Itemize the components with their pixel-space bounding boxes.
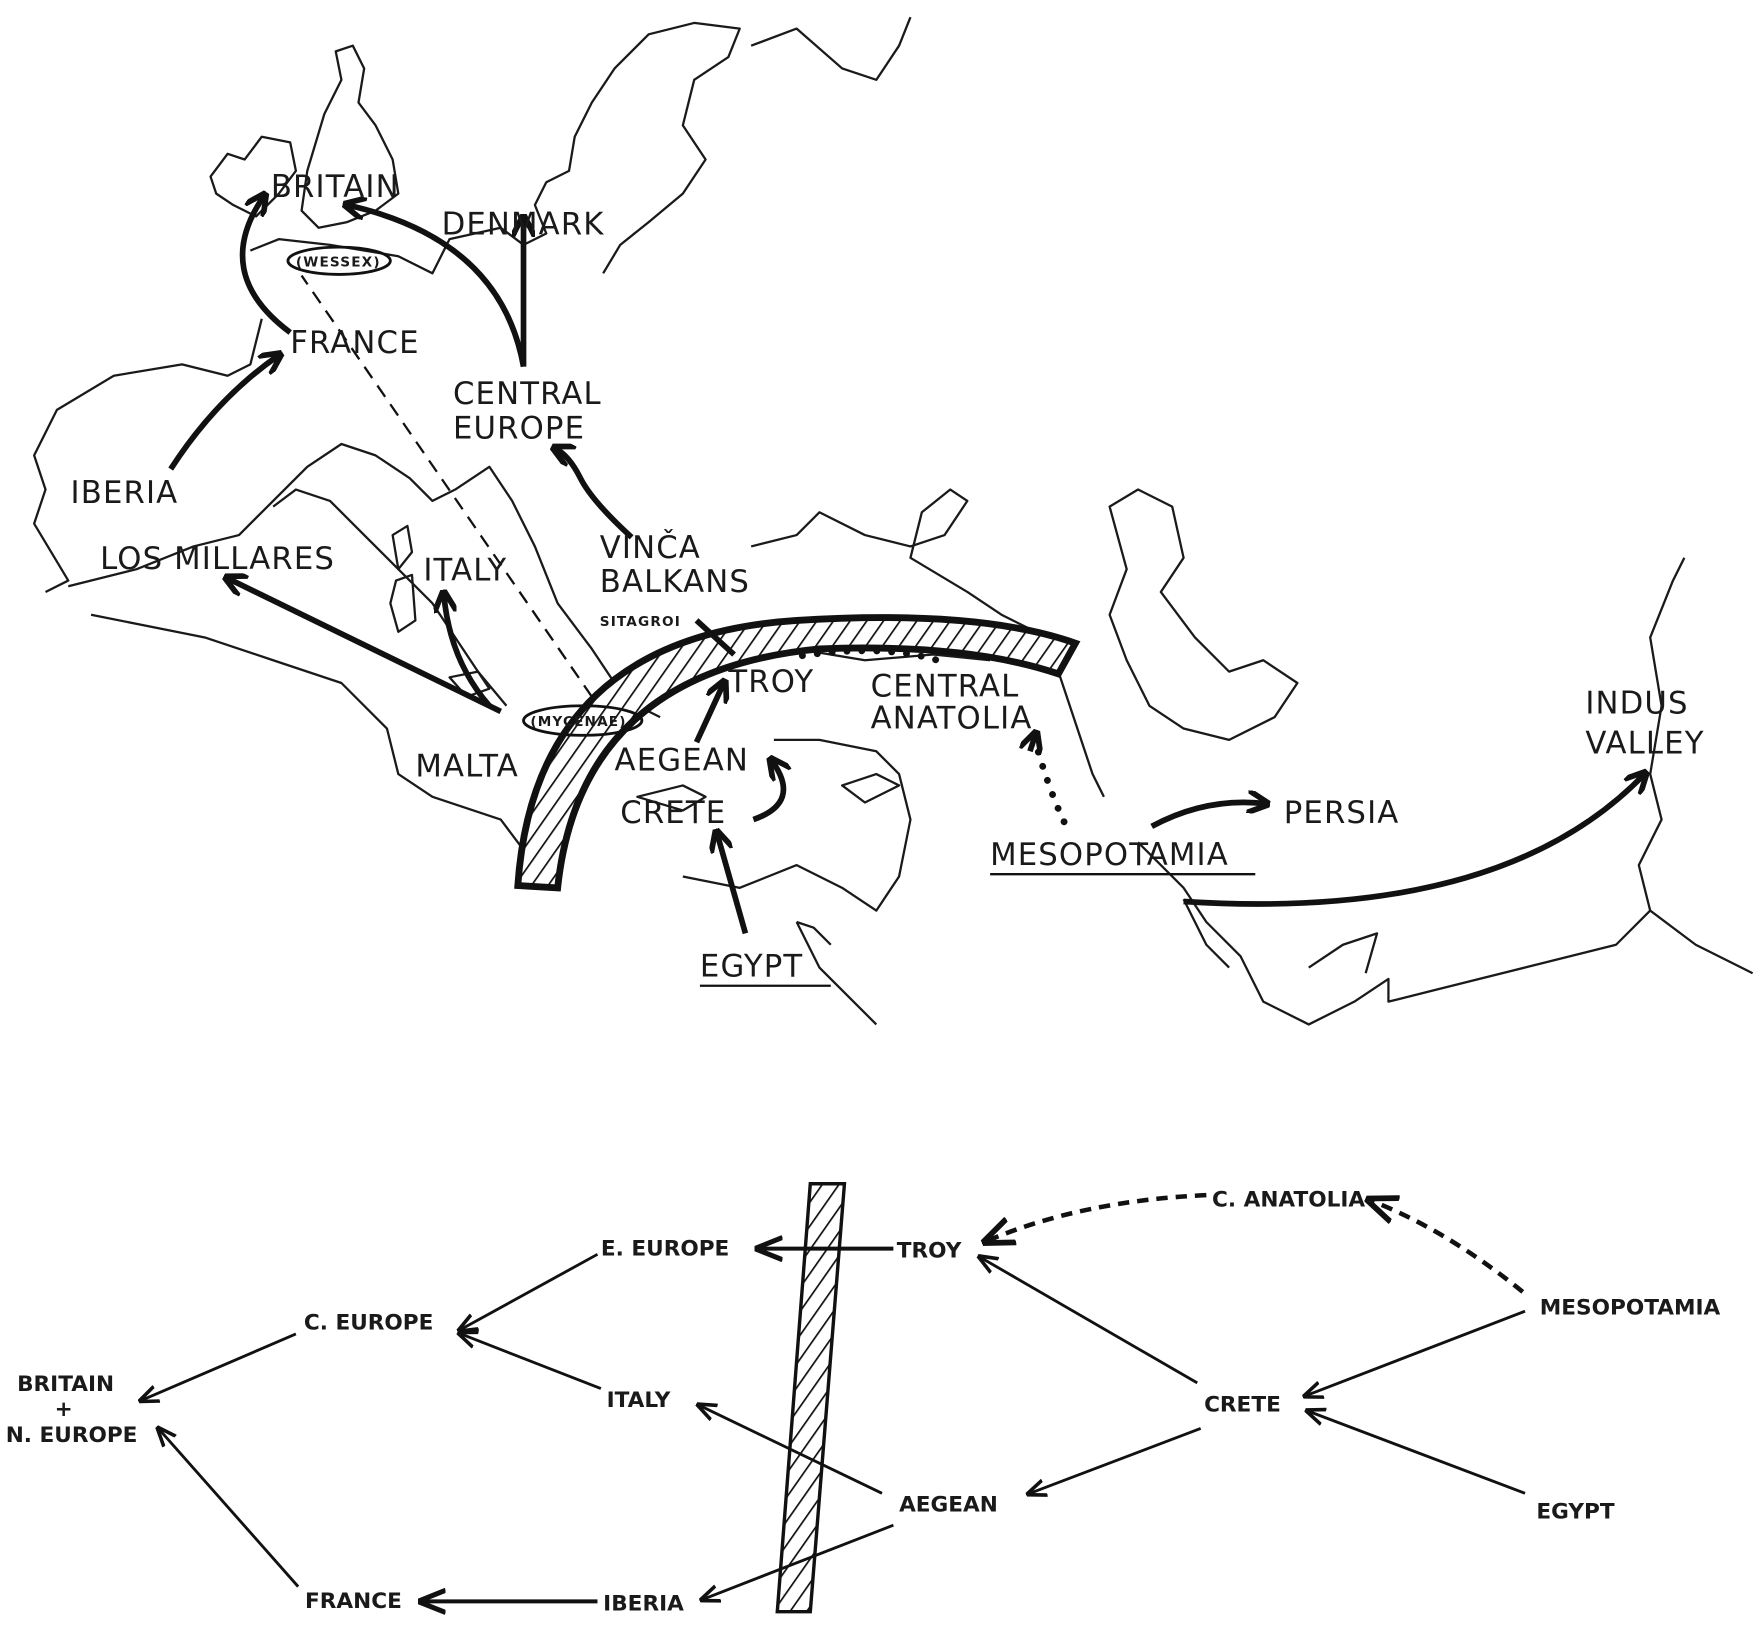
label-los-millares: LOS MILLARES [100, 541, 335, 577]
node-mesopotamia: MESOPOTAMIA [1540, 1296, 1721, 1321]
label-central-europe-1: CENTRAL [453, 376, 602, 412]
node-britain: BRITAIN [17, 1372, 114, 1397]
hatched-boundary-bar [775, 1182, 847, 1614]
node-italy: ITALY [607, 1388, 671, 1413]
node-c-anatolia: C. ANATOLIA [1212, 1188, 1365, 1213]
label-indus-2: VALLEY [1585, 726, 1704, 762]
map-arrows [168, 196, 1645, 935]
node-aegean: AEGEAN [899, 1493, 998, 1518]
label-central-europe-2: EUROPE [453, 410, 585, 446]
label-malta: MALTA [415, 748, 519, 784]
node-france: FRANCE [305, 1589, 402, 1614]
node-e-europe: E. EUROPE [601, 1236, 729, 1261]
label-central-anatolia-1: CENTRAL [871, 669, 1020, 705]
label-denmark: DENMARK [442, 207, 605, 243]
label-aegean: AEGEAN [615, 743, 749, 779]
node-iberia: IBERIA [603, 1592, 684, 1617]
label-italy: ITALY [423, 553, 507, 589]
map-labels: BRITAIN (WESSEX) DENMARK FRANCE CENTRAL … [71, 169, 1704, 987]
label-central-anatolia-2: ANATOLIA [871, 701, 1033, 737]
label-britain: BRITAIN [271, 169, 400, 205]
label-vinca: VINČA [600, 529, 701, 566]
label-mesopotamia: MESOPOTAMIA [990, 837, 1229, 873]
label-persia: PERSIA [1284, 795, 1400, 831]
node-n-europe: N. EUROPE [6, 1423, 138, 1448]
label-sitagroi: SITAGROI [600, 614, 681, 630]
label-troy: TROY [727, 664, 814, 700]
label-france: FRANCE [290, 325, 419, 361]
label-indus-1: INDUS [1585, 686, 1688, 722]
schematic-diagram: C. ANATOLIA E. EUROPE TROY C. EUROPE MES… [6, 1182, 1721, 1617]
node-c-europe: C. EUROPE [304, 1310, 434, 1335]
node-troy: TROY [897, 1239, 962, 1264]
label-egypt: EGYPT [700, 949, 803, 985]
label-wessex: (WESSEX) [296, 254, 381, 270]
label-crete: CRETE [620, 795, 726, 831]
node-egypt: EGYPT [1536, 1499, 1615, 1524]
node-crete: CRETE [1204, 1392, 1281, 1417]
label-mycenae: (MYCENAE) [530, 714, 626, 730]
label-balkans: BALKANS [600, 564, 750, 600]
hatched-boundary-arc [514, 614, 1081, 892]
label-iberia: IBERIA [71, 475, 179, 511]
node-britain-plus: + [55, 1397, 73, 1422]
